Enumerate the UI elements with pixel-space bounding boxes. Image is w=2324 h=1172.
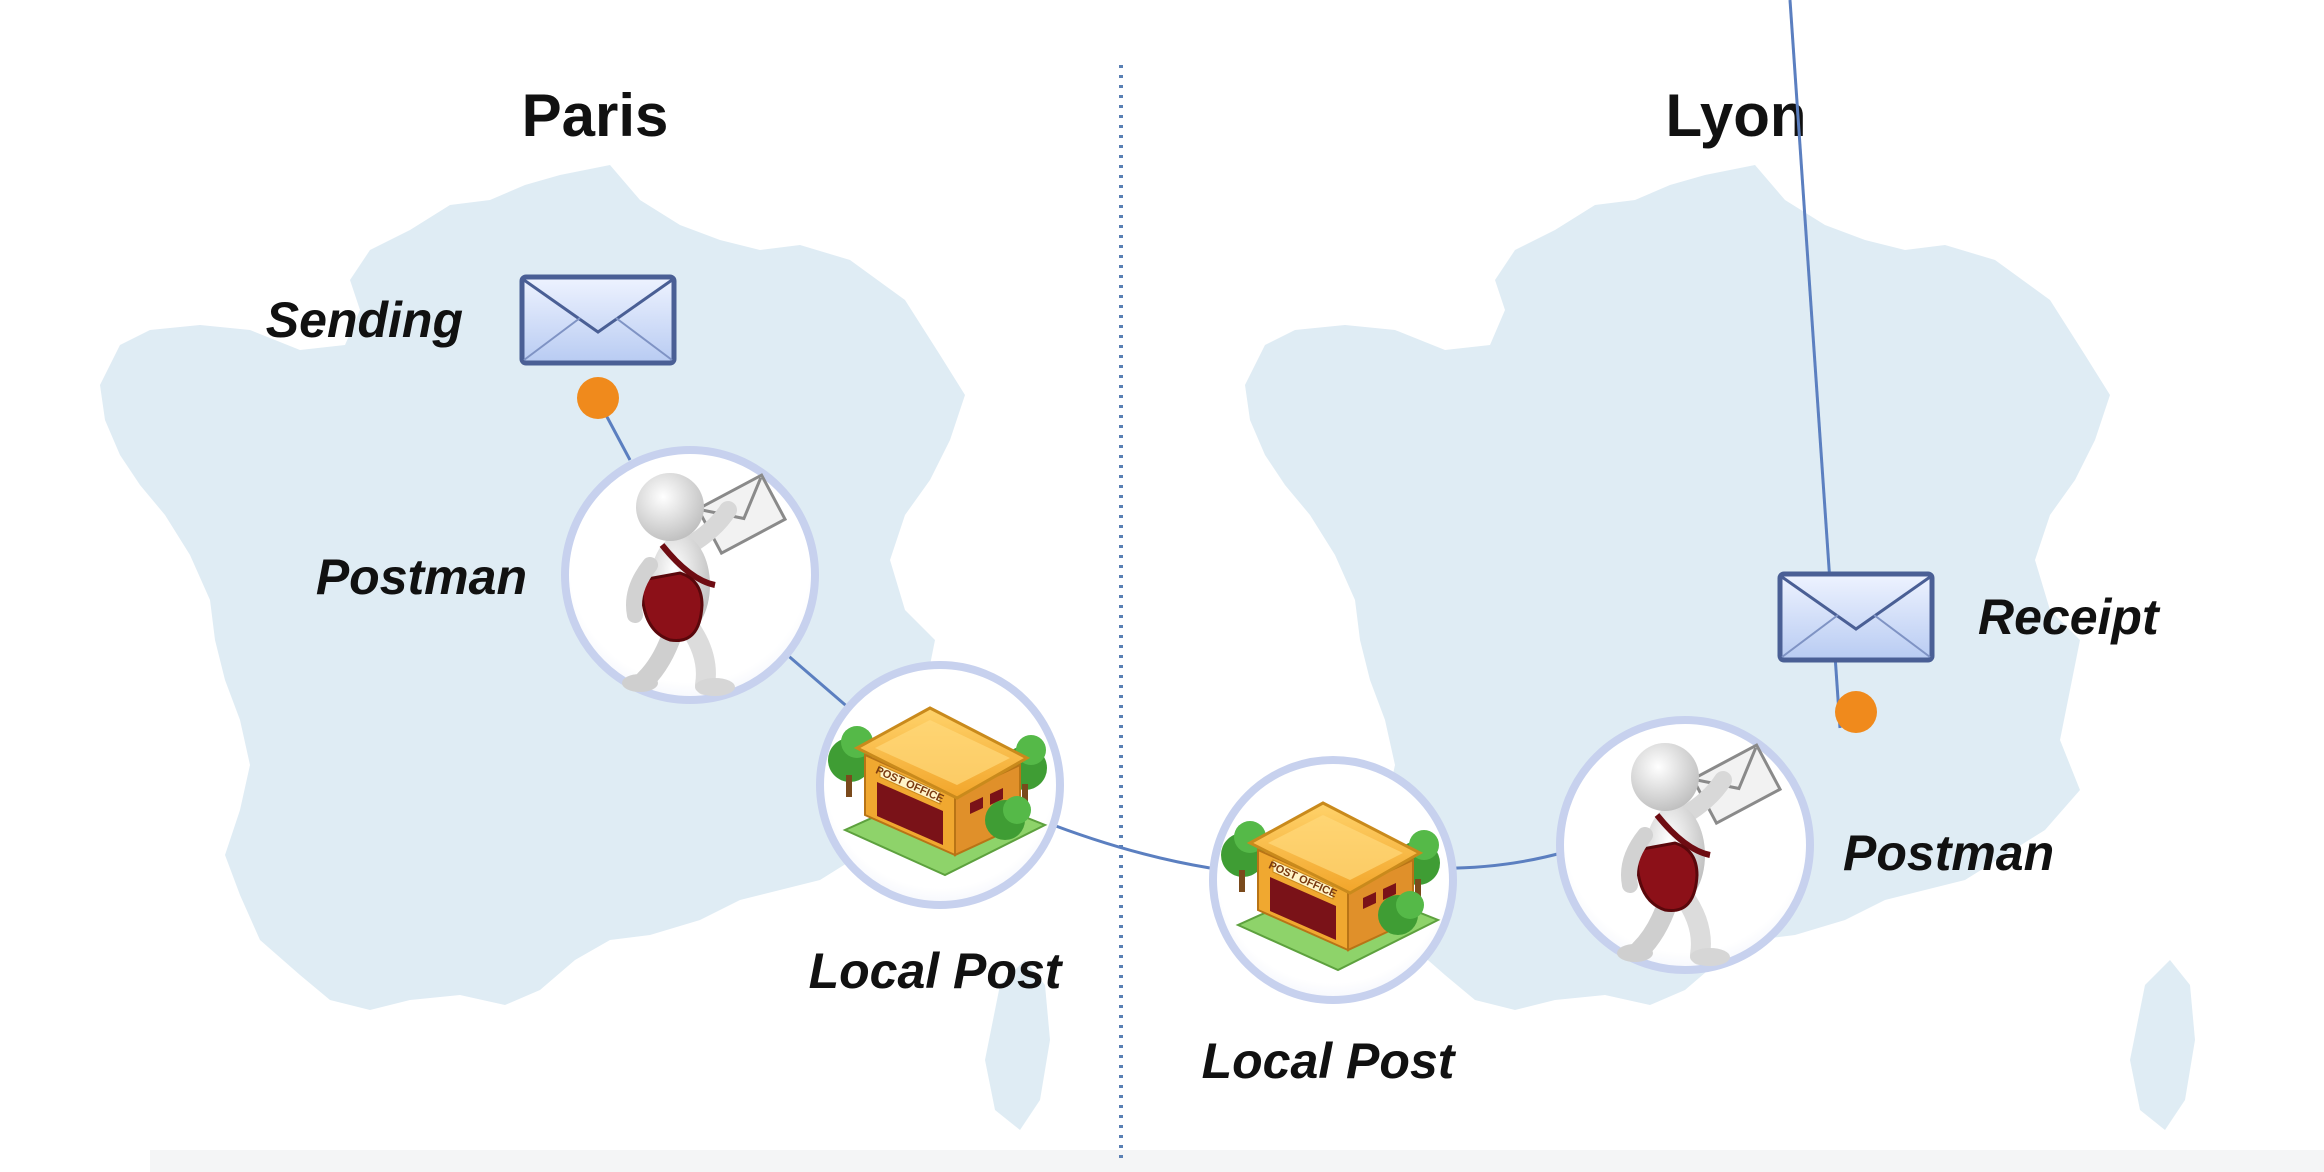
label-local-post-left: Local Post: [809, 943, 1064, 999]
local-post-left-node: POST OFFICE: [816, 661, 1064, 909]
receipt-envelope-icon: [1780, 574, 1932, 660]
post-office-right-icon: POST OFFICE: [1219, 801, 1442, 972]
sending-dot: [577, 377, 619, 419]
label-local-post-right: Local Post: [1202, 1033, 1457, 1089]
bottom-floor-band: [150, 1150, 2324, 1172]
receipt-dot: [1835, 691, 1877, 733]
label-postman-right: Postman: [1843, 825, 2054, 881]
label-postman-left: Postman: [316, 549, 527, 605]
label-sending: Sending: [266, 292, 463, 348]
sending-envelope-icon: [522, 277, 674, 363]
region-title-paris: Paris: [522, 82, 669, 149]
local-post-right-node: POST OFFICE: [1209, 756, 1457, 1004]
label-receipt: Receipt: [1978, 589, 2161, 645]
region-title-lyon: Lyon: [1665, 82, 1806, 149]
postman-left-node: [561, 446, 819, 700]
postman-right-node: [1556, 716, 1814, 970]
post-office-left-icon: POST OFFICE: [826, 706, 1049, 877]
